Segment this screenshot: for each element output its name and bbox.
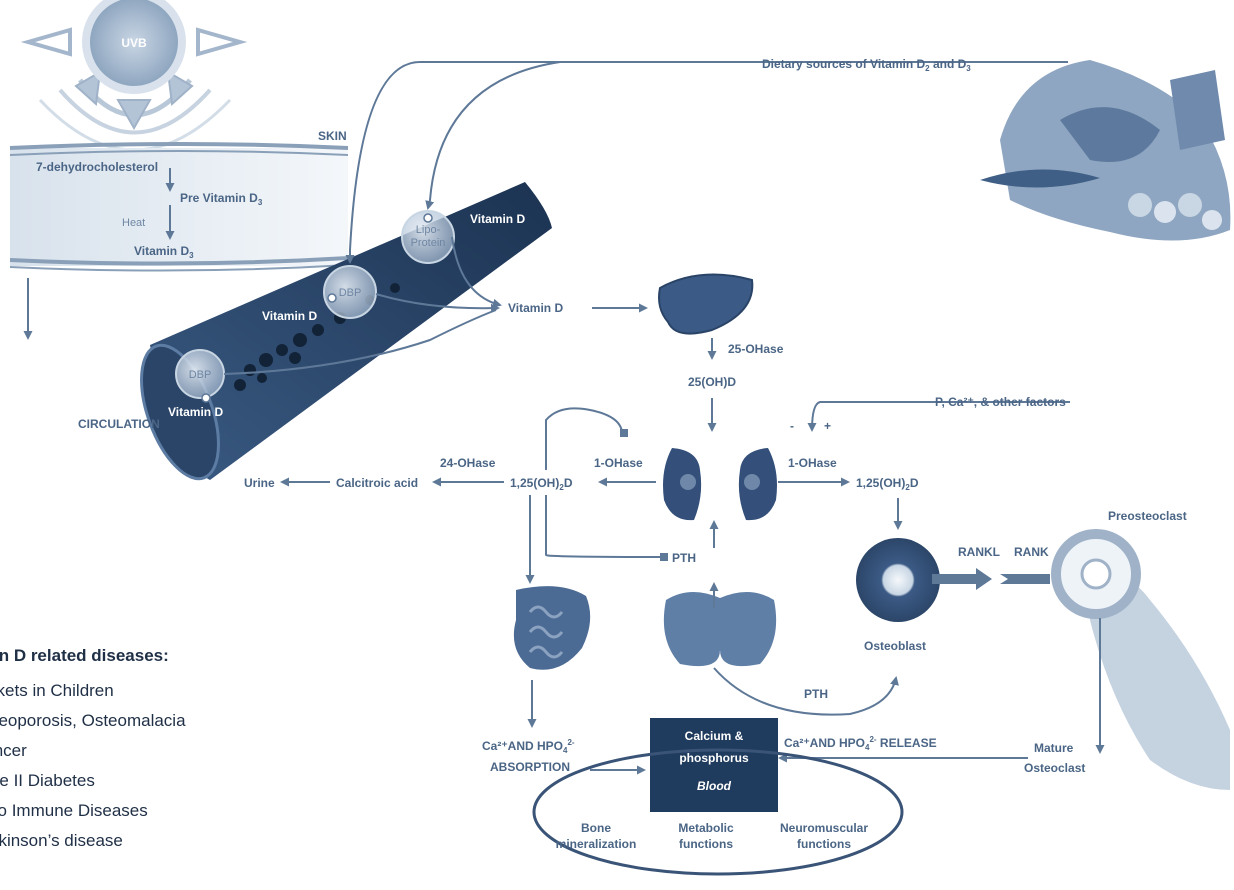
dbp-label-1: DBP: [339, 287, 362, 299]
plus-sign: +: [824, 419, 831, 433]
disease-item: Osteoporosis, Osteomalacia: [0, 706, 300, 736]
rankl-label: RANKL: [958, 545, 1000, 559]
mature-label: Mature: [1034, 741, 1074, 755]
vitamin-d-center-label: Vitamin D: [508, 301, 563, 315]
intestine: [514, 586, 590, 670]
disease-item: Parkinson’s disease: [0, 826, 300, 856]
urine-label: Urine: [244, 476, 275, 490]
absorption-label-1: Ca²⁺AND HPO42-: [482, 738, 575, 755]
bone-label-2: mineralization: [556, 837, 637, 851]
calcitroic-acid-label: Calcitroic acid: [336, 476, 418, 490]
25-ohd-label: 25(OH)D: [688, 375, 736, 389]
release-label: Ca²⁺AND HPO42- RELEASE: [784, 735, 937, 752]
lipoprotein-label-2: Protein: [411, 237, 446, 249]
pth-bottom-label: PTH: [804, 687, 828, 701]
blood-box-line-1: Calcium &: [685, 729, 744, 743]
pth-top-label: PTH: [672, 551, 696, 565]
25-ohase-label: 25-OHase: [728, 342, 784, 356]
liver: [659, 275, 752, 334]
skin-label: SKIN: [318, 129, 347, 143]
vitamin-d3-skin-label: Vitamin D3: [134, 244, 194, 260]
dehydrocholesterol-label: 7-dehydrocholesterol: [36, 160, 158, 174]
diseases-list: Vitamin D related diseases: Rickets in C…: [0, 646, 300, 856]
osteoclast-label: Osteoclast: [1024, 761, 1085, 775]
heat-label: Heat: [122, 217, 145, 229]
disease-item: Cancer: [0, 736, 300, 766]
pre-vitamin-d3-label: Pre Vitamin D3: [180, 191, 263, 207]
1-ohase-left-label: 1-OHase: [594, 456, 643, 470]
bone-label-1: Bone: [581, 821, 611, 835]
rank-label: RANK: [1014, 545, 1049, 559]
factors-label: P, Ca²⁺, & other factors: [935, 395, 1066, 409]
uvb-label: UVB: [121, 36, 147, 50]
neuromuscular-label-1: Neuromuscular: [780, 821, 868, 835]
uvb-sun: [28, 0, 240, 150]
osteoblast-label: Osteoblast: [864, 639, 926, 653]
vitamin-d-lipoprotein-label: Vitamin D: [470, 212, 525, 226]
calcitriol-left-label: 1,25(OH)2D: [510, 476, 573, 492]
preosteoclast-label: Preosteoclast: [1108, 509, 1187, 523]
osteoblast-cell: [856, 538, 940, 622]
blood-box-line-3: Blood: [697, 779, 732, 793]
circulation-label: CIRCULATION: [78, 417, 160, 431]
metabolic-label-1: Metabolic: [678, 821, 734, 835]
neuromuscular-label-2: functions: [797, 837, 851, 851]
metabolic-label-2: functions: [679, 837, 733, 851]
1-ohase-right-label: 1-OHase: [788, 456, 837, 470]
kidneys: [663, 448, 777, 520]
disease-item: Type II Diabetes: [0, 766, 300, 796]
food-sources-image: [980, 60, 1230, 241]
disease-item: Auto Immune Diseases: [0, 796, 300, 826]
vitamin-d-dbp-label: Vitamin D: [262, 309, 317, 323]
parathyroid-gland: [664, 592, 776, 666]
preosteoclast-cell: [1056, 534, 1230, 790]
lipoprotein-label-1: Lipo-: [416, 224, 441, 236]
blood-box-line-2: phosphorus: [679, 751, 749, 765]
absorption-label-2: ABSORPTION: [490, 760, 570, 774]
dbp-label-2: DBP: [189, 369, 212, 381]
vitamin-d-circulation-label: Vitamin D: [168, 405, 223, 419]
calcitriol-right-label: 1,25(OH)2D: [856, 476, 919, 492]
24-ohase-label: 24-OHase: [440, 456, 496, 470]
disease-item: Rickets in Children: [0, 676, 300, 706]
diseases-title: Vitamin D related diseases:: [0, 646, 300, 666]
minus-sign: -: [790, 419, 794, 433]
dietary-sources-label: Dietary sources of Vitamin D2 and D3: [762, 57, 971, 73]
